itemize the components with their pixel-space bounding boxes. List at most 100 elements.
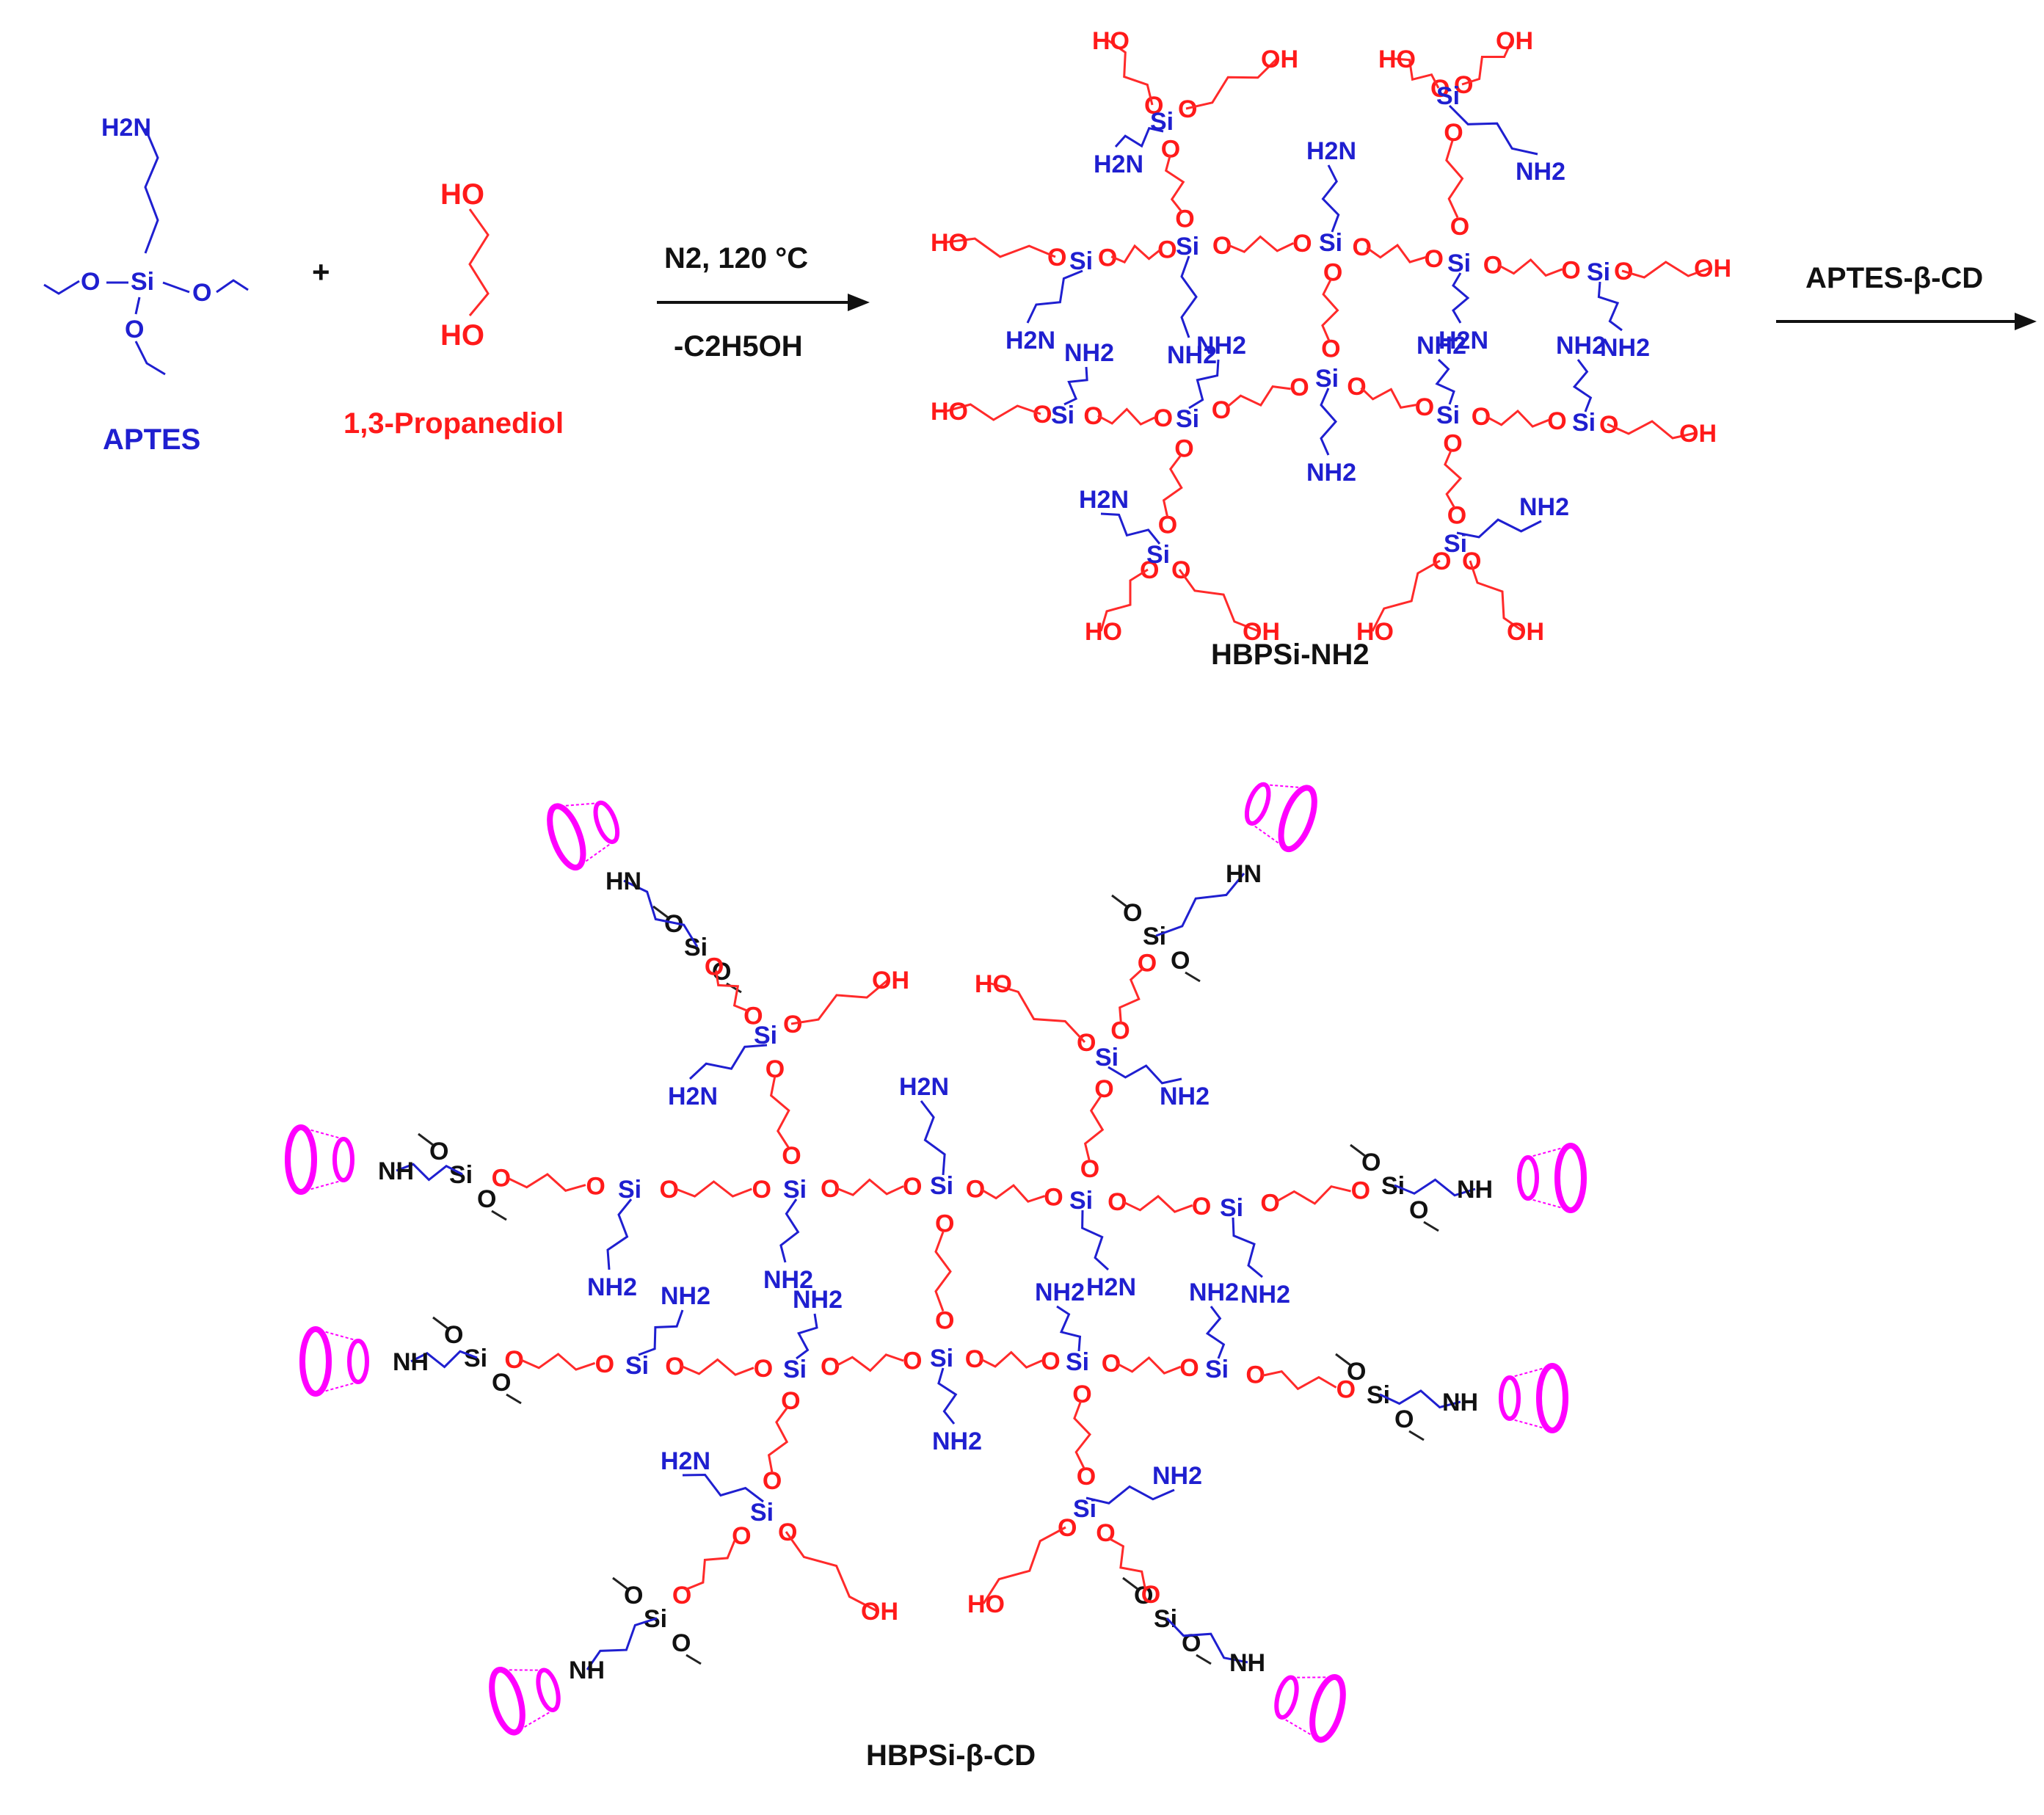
aptes-ethyl-left	[43, 280, 80, 295]
propanediol-linker	[1445, 140, 1464, 219]
amine-label: NH2	[587, 1273, 637, 1301]
amine-label: NH2	[1189, 1278, 1239, 1306]
hydroxypropyl-arm	[1394, 57, 1440, 89]
ethyl-group	[1185, 971, 1201, 983]
step1-conditions: N2, 120 °C	[664, 242, 808, 274]
oxygen-atom: O	[754, 1355, 773, 1383]
cyclodextrin-cone	[1244, 782, 1317, 853]
oxygen-atom: O	[1321, 335, 1340, 363]
oxygen-atom: O	[1450, 213, 1469, 241]
amine-label: NH2	[1516, 158, 1565, 186]
hydroxypropyl-arm	[785, 1531, 878, 1612]
oxygen-atom: O	[1561, 256, 1580, 284]
aminopropyl-chain	[1205, 1306, 1226, 1359]
propanediol-linker	[685, 1540, 736, 1591]
amine-label: H2N	[1094, 150, 1143, 178]
ethoxy-oxygen: O	[1361, 1149, 1381, 1176]
si-atom: Si	[1447, 250, 1471, 277]
propanediol-label: 1,3-Propanediol	[343, 407, 564, 440]
linker-si-atom: Si	[464, 1345, 487, 1372]
ethyl-group	[612, 1576, 628, 1590]
step1-arrow: N2, 120 °C -C2H5OH	[657, 242, 870, 363]
secondary-amine: NH	[1442, 1389, 1478, 1416]
aminopropyl-chain	[1180, 255, 1198, 338]
propanediol-linker	[1119, 967, 1144, 1025]
aminopropyl-chain	[1379, 1389, 1461, 1409]
propanediol-linker	[980, 1184, 1046, 1203]
propanediol-linker	[1485, 409, 1549, 428]
si-atom: Si	[783, 1356, 807, 1383]
bond	[134, 297, 141, 315]
oxygen-atom: O	[903, 1173, 922, 1201]
cd-rim-narrow	[347, 1339, 369, 1384]
aptes-molecule: H2N Si O O O APTES	[43, 114, 249, 456]
secondary-amine: HN	[1226, 860, 1262, 888]
oxygen-atom: O	[1144, 92, 1163, 120]
oxygen-atom: O	[1292, 230, 1312, 258]
cyclodextrin-cone	[489, 1667, 561, 1736]
cd-edge	[1250, 822, 1287, 850]
hbpsi-cd-label: HBPSi-β-CD	[866, 1739, 1036, 1772]
aminopropyl-chain	[1155, 873, 1245, 937]
propanediol-linker	[1226, 385, 1291, 409]
oxygen-atom: O	[732, 1522, 751, 1550]
cd-edge	[315, 1381, 359, 1394]
hydroxypropyl-arm	[1108, 39, 1154, 106]
aminopropyl-chain	[1320, 388, 1337, 456]
propanediol-linker	[1262, 1370, 1337, 1391]
propanediol-linker	[1444, 448, 1463, 509]
si-atom: Si	[1176, 233, 1199, 261]
cd-rim-narrow	[593, 800, 620, 845]
propanediol-linker	[767, 1406, 789, 1474]
propanediol-linker	[715, 970, 749, 1012]
hydroxyl-label: HO	[1356, 618, 1394, 646]
cd-edge	[1281, 1716, 1320, 1741]
amine-label: NH2	[661, 1282, 710, 1310]
propanediol-linker	[1162, 454, 1183, 518]
hydroxyl-label: OH	[1261, 46, 1298, 73]
si-atom: Si	[783, 1176, 807, 1204]
propanediol-linker	[979, 1350, 1043, 1369]
linker-si-atom: Si	[1367, 1381, 1390, 1409]
hydroxyl-label: OH	[1679, 420, 1717, 448]
oxygen-atom: O	[492, 1164, 511, 1192]
aminopropyl-chain	[796, 1313, 818, 1360]
propanediol-linker	[1116, 1356, 1182, 1375]
propanediol-linker	[934, 1231, 952, 1312]
oxygen-atom: O	[1432, 548, 1451, 575]
ethoxy-oxygen: O	[1409, 1196, 1428, 1224]
hydroxyl-label: OH	[1243, 618, 1280, 646]
oxygen-atom: O	[1058, 1514, 1077, 1542]
aminopropyl-chain	[638, 1309, 684, 1356]
cd-rim-wide	[1536, 1363, 1568, 1433]
oxygen-atom: O	[743, 1003, 763, 1030]
si-atom: Si	[1319, 229, 1342, 257]
oxygen-atom: O	[821, 1353, 840, 1381]
oxygen-atom: O	[1138, 949, 1157, 977]
propanediol-linker	[1164, 154, 1185, 214]
secondary-amine: NH	[378, 1157, 414, 1185]
propanediol-linker	[1110, 244, 1161, 264]
amine-label: NH2	[1160, 1083, 1210, 1110]
aminopropyl-chain	[1452, 272, 1470, 324]
hydroxypropyl-arm	[990, 982, 1086, 1044]
secondary-amine: NH	[569, 1656, 605, 1684]
linker-si-atom: Si	[684, 934, 708, 961]
ethyl-group	[652, 905, 669, 919]
amine-label: H2N	[1005, 327, 1055, 354]
si-atom: Si	[750, 1499, 774, 1527]
cyclodextrin-cone	[285, 1124, 354, 1195]
cd-rim-wide	[547, 803, 586, 871]
hydroxyl-label: OH	[861, 1598, 898, 1626]
propanediol-molecule: HO HO 1,3-Propanediol	[343, 178, 564, 440]
ethyl-group	[506, 1393, 522, 1405]
aminopropyl-chain	[1114, 126, 1164, 148]
ethyl-group	[1408, 1430, 1425, 1441]
oxygen-atom: O	[1336, 1375, 1356, 1403]
si-atom: Si	[618, 1176, 641, 1204]
aptes-amine: H2N	[101, 114, 151, 142]
hydroxypropyl-arm	[1469, 560, 1524, 633]
hbpsi-nh2-label: HBPSi-NH2	[1211, 639, 1370, 671]
propanediol-linker	[1083, 1094, 1105, 1162]
